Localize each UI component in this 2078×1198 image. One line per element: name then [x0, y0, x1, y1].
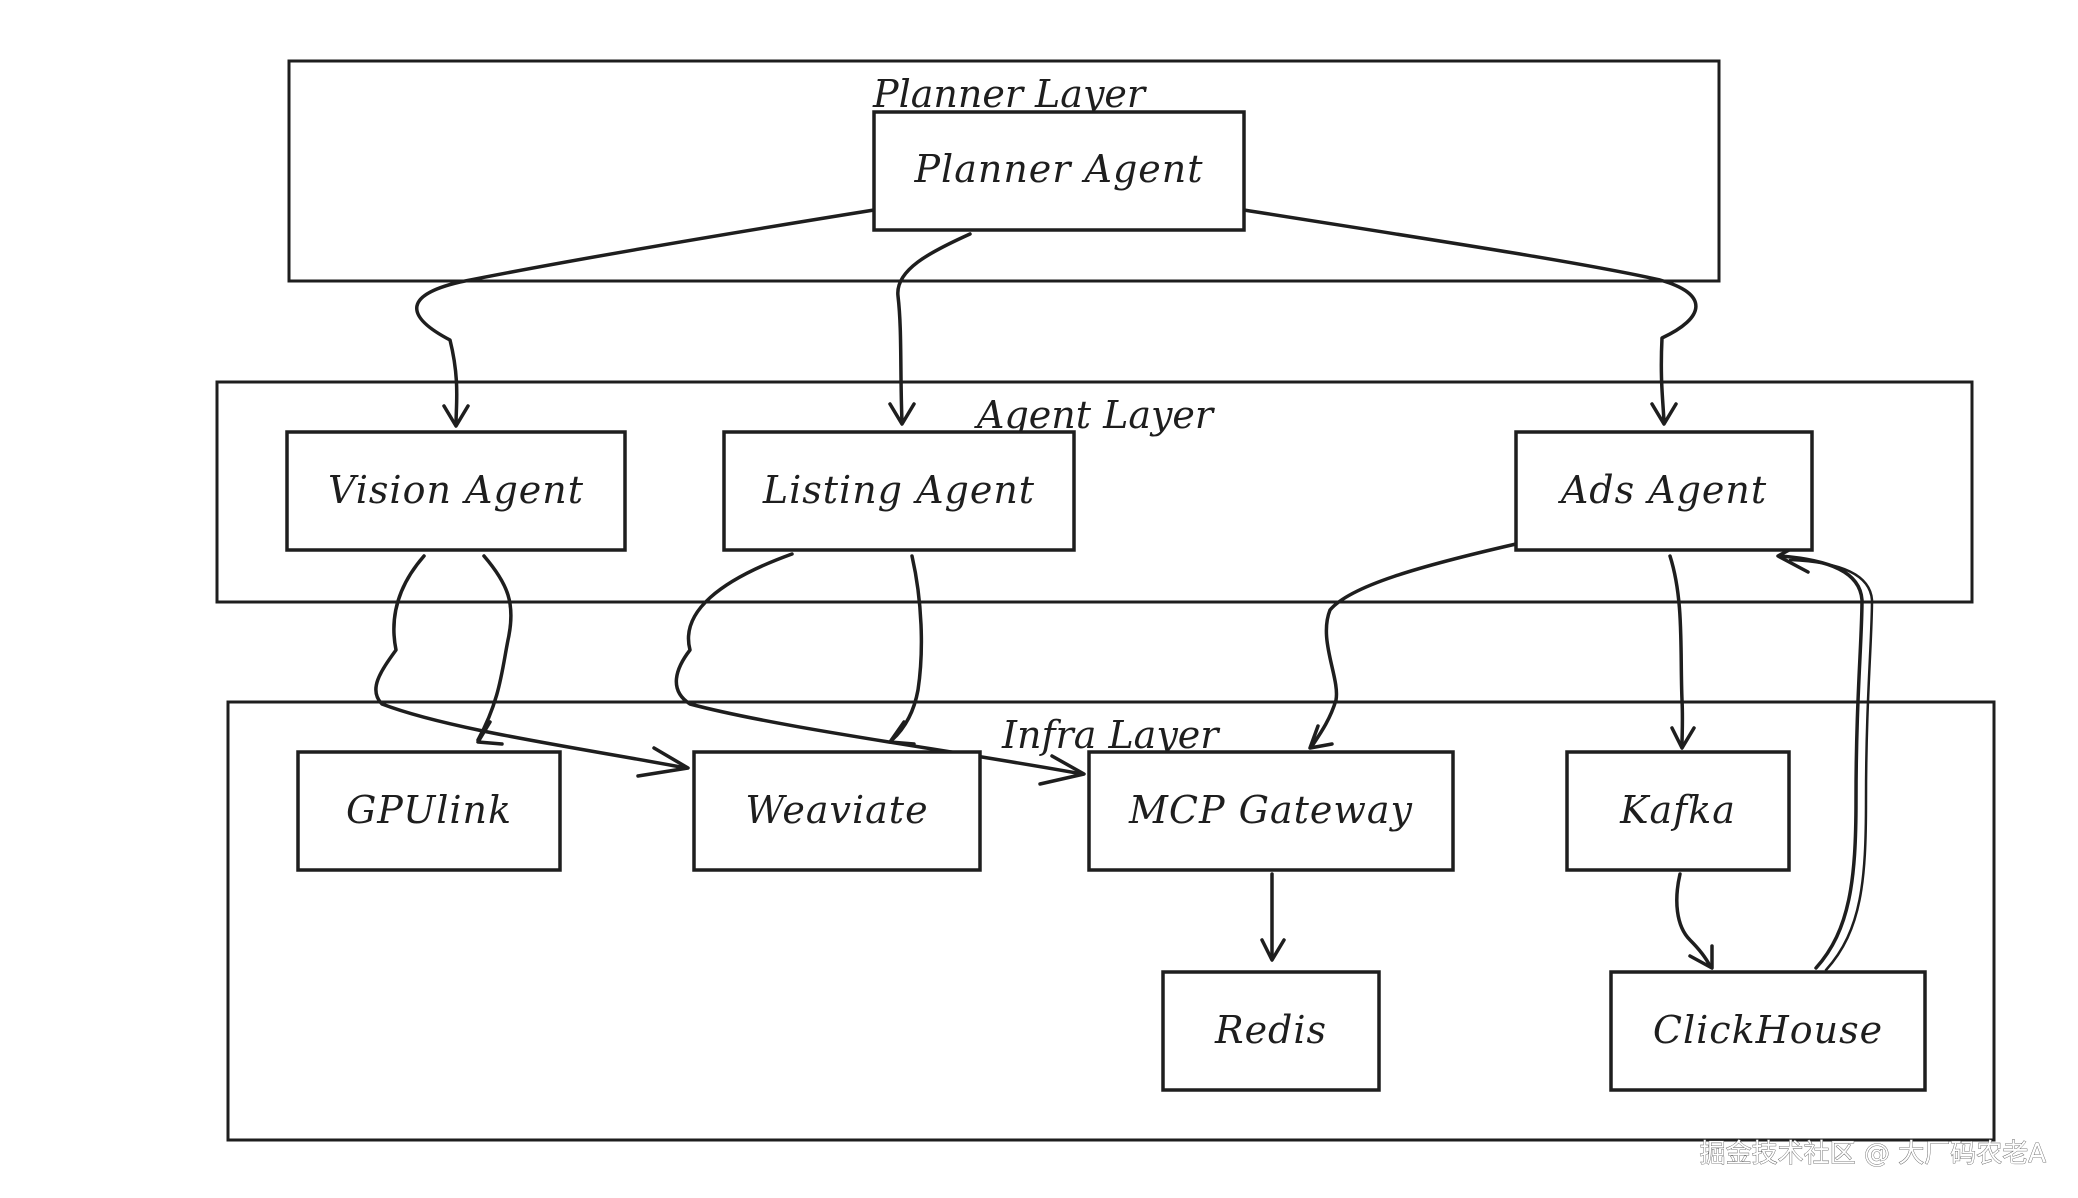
infra-layer-label: Infra Layer	[1001, 713, 1221, 757]
node-listing-agent[interactable]: Listing Agent	[722, 430, 1076, 552]
edge-planner-to-vision-head	[442, 404, 470, 428]
edge-planner-to-ads-head	[1650, 402, 1678, 426]
edge-ads-to-mcp	[1310, 542, 1518, 748]
node-weaviate[interactable]: Weaviate	[692, 750, 982, 872]
node-clickhouse[interactable]: ClickHouse	[1609, 970, 1927, 1092]
edge-ads-to-kafka-head	[1670, 726, 1696, 750]
edge-clickhouse-to-ads	[1778, 554, 1864, 970]
edge-kafka-to-clickhouse	[1675, 872, 1712, 968]
listing-agent-label: Listing Agent	[762, 468, 1035, 512]
agent-layer-box	[215, 380, 1974, 604]
edge-planner-to-vision	[415, 208, 876, 427]
node-mcp-gateway[interactable]: MCP Gateway	[1087, 750, 1455, 872]
infra-layer-box	[226, 700, 1996, 1142]
edge-mcp-to-redis-head	[1260, 938, 1286, 962]
edge-listing-to-weaviate-head	[888, 720, 916, 746]
edge-planner-to-ads	[1242, 208, 1698, 424]
node-vision-agent[interactable]: Vision Agent	[285, 430, 627, 552]
redis-label: Redis	[1214, 1008, 1327, 1052]
edge-ads-to-mcp-head	[1308, 724, 1334, 750]
clickhouse-label: ClickHouse	[1653, 1008, 1883, 1052]
gpulink-label: GPUlink	[346, 788, 512, 832]
node-ads-agent[interactable]: Ads Agent	[1514, 430, 1814, 552]
edge-listing-to-mcp	[674, 552, 1084, 776]
planner-layer-label: Planner Layer	[872, 72, 1148, 116]
planner-layer-box	[287, 59, 1721, 283]
weaviate-label: Weaviate	[745, 788, 928, 832]
node-redis[interactable]: Redis	[1161, 970, 1381, 1092]
node-planner-agent[interactable]: Planner Agent	[872, 110, 1246, 232]
edge-vision-to-gpulink	[476, 554, 513, 742]
edge-vision-to-weaviate	[374, 554, 688, 770]
edge-vision-to-gpulink-head	[476, 720, 504, 746]
edge-kafka-to-clickhouse-head	[1688, 944, 1714, 970]
node-kafka[interactable]: Kafka	[1565, 750, 1791, 872]
edge-ads-to-kafka	[1668, 554, 1685, 748]
planner-agent-label: Planner Agent	[913, 147, 1203, 191]
mcp-gateway-label: MCP Gateway	[1128, 788, 1413, 832]
edge-planner-to-listing	[896, 232, 972, 424]
edge-vision-to-weaviate-head	[636, 746, 690, 778]
edge-listing-to-weaviate	[890, 554, 924, 742]
agent-layer-label: Agent Layer	[974, 393, 1216, 437]
edge-clickhouse-to-ads-second-stroke	[1788, 558, 1874, 972]
ads-agent-label: Ads Agent	[1558, 468, 1767, 512]
watermark-text: 掘金技术社区 @ 大厂码农老A	[1700, 1139, 2047, 1169]
edge-planner-to-listing-head	[888, 402, 916, 426]
vision-agent-label: Vision Agent	[328, 468, 584, 512]
edge-listing-to-mcp-head	[1038, 754, 1086, 786]
node-gpulink[interactable]: GPUlink	[296, 750, 562, 872]
kafka-label: Kafka	[1619, 788, 1736, 832]
